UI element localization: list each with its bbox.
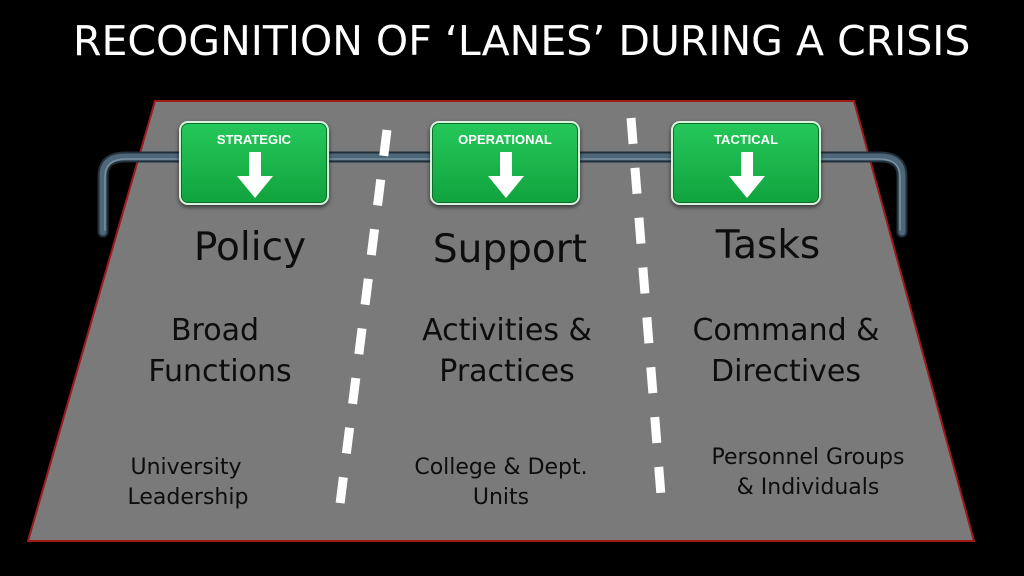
lane-title-support: Support <box>432 227 588 272</box>
lane-group-line1: College & Dept. <box>414 455 588 480</box>
lane-title-policy: Policy <box>193 225 307 270</box>
lane-group-line2: Leadership <box>127 485 249 510</box>
lane-divider-left <box>333 129 392 521</box>
lane-subtitle-line2: Directives <box>711 354 861 389</box>
lane-subtitle-line1: Command & <box>692 313 880 348</box>
lane-group-line2: & Individuals <box>736 475 880 500</box>
lane-group-line2: Units <box>472 485 530 510</box>
arrow-down-icon <box>237 152 273 198</box>
sign-label: TACTICAL <box>713 132 779 147</box>
lane-subtitle-line1: Activities & <box>422 313 592 348</box>
lane-group-line1: University <box>130 455 242 480</box>
slide-title: RECOGNITION OF ‘LANES’ DURING A CRISIS <box>73 17 971 65</box>
road-surface <box>26 100 976 542</box>
arrow-down-icon <box>488 152 524 198</box>
tactical-sign: TACTICAL <box>671 121 821 205</box>
sign-label: OPERATIONAL <box>458 132 552 147</box>
lane-divider-right <box>626 117 667 509</box>
sign-label: STRATEGIC <box>216 132 292 147</box>
operational-sign: OPERATIONAL <box>430 121 580 205</box>
lane-subtitle-line2: Practices <box>439 354 575 389</box>
lane-group-line1: Personnel Groups <box>711 445 905 470</box>
arrow-down-icon <box>729 152 765 198</box>
lane-subtitle-line2: Functions <box>148 354 292 389</box>
lane-title-tasks: Tasks <box>715 223 821 268</box>
lane-subtitle-line1: Broad <box>170 313 260 348</box>
strategic-sign: STRATEGIC <box>179 121 329 205</box>
